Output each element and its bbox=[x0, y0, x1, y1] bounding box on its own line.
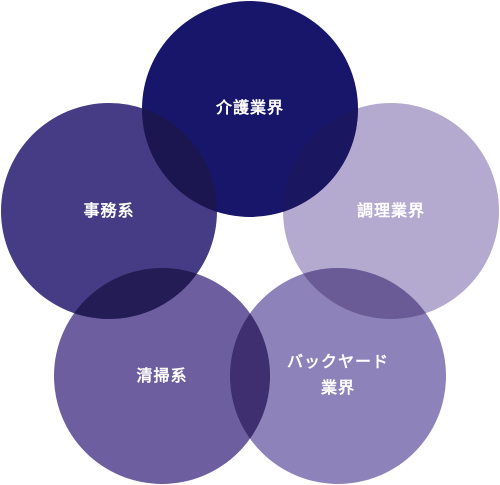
label-kaigo: 介護業界 bbox=[215, 98, 284, 117]
label-chori: 調理業界 bbox=[357, 201, 425, 220]
overlap-kaigo-jimu bbox=[142, 103, 217, 217]
circle-backyard bbox=[230, 268, 446, 484]
label-backyard-line2: 業界 bbox=[320, 378, 355, 397]
label-jimu: 事務系 bbox=[83, 201, 134, 220]
label-seiso: 清掃系 bbox=[136, 366, 187, 385]
overlap-kaigo-chori bbox=[283, 103, 358, 217]
label-backyard-line1: バックヤード bbox=[287, 352, 389, 371]
circle-seiso bbox=[54, 268, 270, 484]
